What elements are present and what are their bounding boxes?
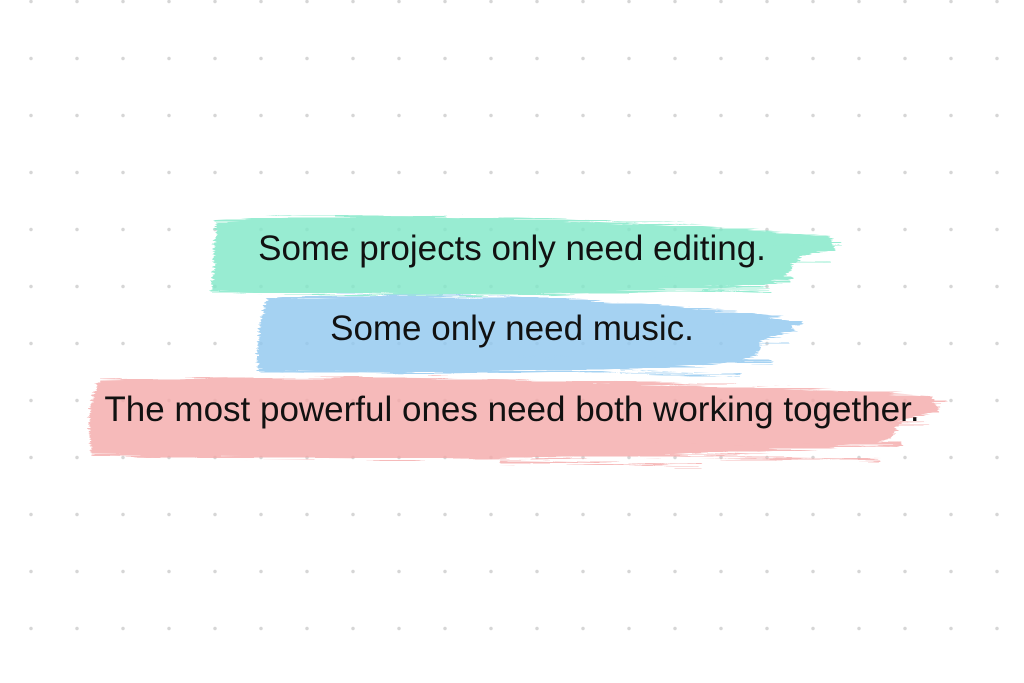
brush-stroke-body xyxy=(212,216,835,296)
text-line-together: The most powerful ones need both working… xyxy=(104,390,920,429)
brush-stroke-streaks xyxy=(558,242,842,293)
brush-stroke-blue xyxy=(257,295,802,377)
brush-stroke-body xyxy=(257,295,795,374)
text-line-editing: Some projects only need editing. xyxy=(258,229,766,268)
brush-stroke-red xyxy=(89,377,947,467)
brush-stroke-streaks xyxy=(518,320,802,377)
text-line-music: Some only need music. xyxy=(330,309,694,348)
brush-stroke-streaks xyxy=(499,400,947,467)
brush-stroke-green xyxy=(212,216,842,296)
brush-stroke-body xyxy=(89,377,941,459)
